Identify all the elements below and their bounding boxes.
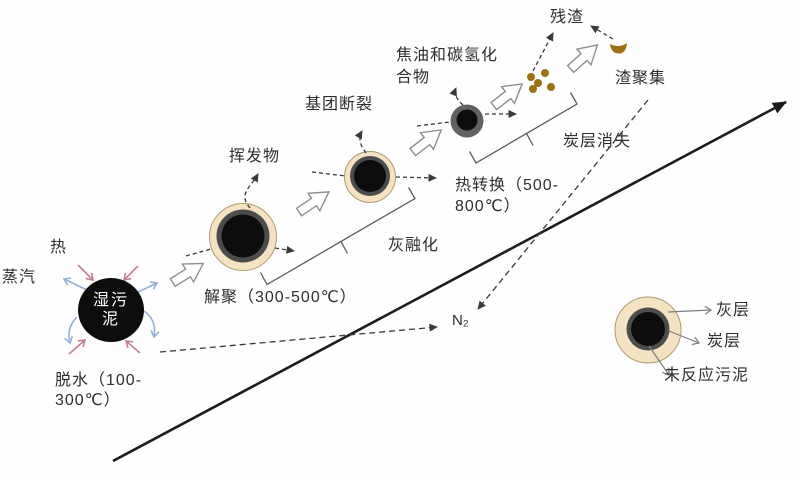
char-loss-bracket	[468, 92, 578, 164]
thermal-conversion-particle	[450, 104, 484, 138]
dashed-line	[185, 248, 212, 257]
heat-arrows	[68, 264, 141, 355]
residue-dot	[547, 83, 555, 91]
char-disappear-label: 炭层消失	[563, 133, 632, 150]
residue-dashed-arrow	[532, 32, 554, 72]
residue-dot	[541, 69, 549, 77]
residue-dot	[527, 73, 535, 81]
legend-arrow-ash	[667, 305, 713, 315]
ash-melting-label: 灰融化	[388, 237, 440, 254]
wet-sludge-particle	[78, 278, 144, 342]
tar-label-line1: 焦油和碳氢化	[396, 47, 499, 64]
stage2-dashed-connectors	[185, 173, 295, 257]
thermal-conversion-caption: 热转换（500- 800℃）	[455, 175, 559, 217]
slag-crescent	[610, 43, 627, 54]
tar-label-line2: 合物	[396, 69, 431, 86]
legend-pointer-arrows	[648, 305, 713, 376]
bracket-notch	[525, 133, 534, 146]
n2-flow-arrows	[159, 99, 649, 353]
legend-arrow-char	[668, 330, 701, 346]
group-breaking-dashed-arrow	[354, 130, 367, 154]
wet-sludge-label: 湿污 泥	[78, 291, 144, 329]
dashed-arrow	[274, 245, 295, 254]
volatiles-dashed-arrow	[244, 173, 259, 209]
residue-dashed-arrows	[532, 25, 614, 72]
main-axis-arrow	[112, 100, 787, 463]
bracket-notch	[340, 241, 349, 254]
legend-unreacted-sludge-label: 未反应污泥	[664, 367, 750, 384]
legend-char-layer-label: 炭层	[707, 333, 742, 350]
stage4-dashed-connectors	[416, 87, 517, 127]
sludge-core	[456, 109, 478, 131]
step-arrow-2	[292, 182, 336, 222]
heat-arrow	[77, 264, 95, 282]
heat-label: 热	[50, 239, 68, 256]
sludge-core	[221, 214, 265, 258]
steam-arrow	[62, 277, 88, 291]
dehydration-caption: 脱水（100- 300℃）	[55, 371, 142, 411]
residue-label: 残渣	[550, 9, 585, 26]
legend-sludge-core	[631, 312, 665, 346]
steam-label: 蒸汽	[2, 269, 37, 286]
heat-arrow	[122, 265, 139, 282]
bracket-line	[468, 92, 578, 164]
heat-arrow	[124, 340, 141, 354]
dehydration-caption-line2: 300℃）	[55, 392, 121, 409]
step-arrow-5	[562, 36, 606, 78]
wet-sludge-label-line1: 湿污	[92, 292, 129, 309]
residue-dots	[527, 69, 555, 93]
steam-arrow	[143, 310, 160, 339]
depolymerization-particle	[209, 203, 277, 271]
residue-dashed-arrow	[590, 25, 614, 40]
dashed-line	[311, 171, 347, 177]
slag-aggregation-label: 渣聚集	[615, 70, 667, 87]
sludge-core	[354, 160, 386, 192]
heat-arrow	[68, 339, 87, 355]
group-breaking-label: 基团断裂	[305, 96, 374, 113]
wet-sludge-label-line2: 泥	[101, 311, 120, 328]
group-breaking-particle	[344, 151, 396, 203]
legend-arrow-unreacted	[648, 345, 670, 376]
dehydration-caption-line1: 脱水（100-	[55, 372, 143, 389]
n2-horizontal-dashed-arrow	[159, 323, 438, 353]
steam-arrow	[64, 316, 78, 345]
thermal-caption-line1: 热转换（500-	[455, 177, 560, 194]
residue-dot	[534, 79, 542, 87]
legend-particle	[614, 296, 682, 364]
thermal-caption-line2: 800℃）	[455, 198, 521, 215]
depolymerization-caption: 解聚（300-500℃）	[204, 289, 357, 306]
tar-hydrocarbons-label: 焦油和碳氢化 合物	[396, 45, 498, 89]
volatiles-label: 挥发物	[229, 148, 281, 165]
residue-dot	[529, 85, 537, 93]
dashed-arrow	[395, 173, 437, 182]
tar-dashed-arrow	[449, 87, 464, 106]
ash-melting-bracket	[259, 187, 416, 286]
stage3-dashed-connectors	[311, 130, 437, 182]
steam-arrows	[62, 277, 160, 345]
step-arrow-1	[166, 253, 210, 293]
legend-ash-layer-label: 灰层	[716, 302, 751, 319]
step-arrow-3	[405, 120, 449, 162]
n2-label: N₂	[452, 312, 469, 329]
dashed-line	[416, 121, 451, 127]
n2-diagonal-dashed-arrow	[477, 99, 649, 310]
